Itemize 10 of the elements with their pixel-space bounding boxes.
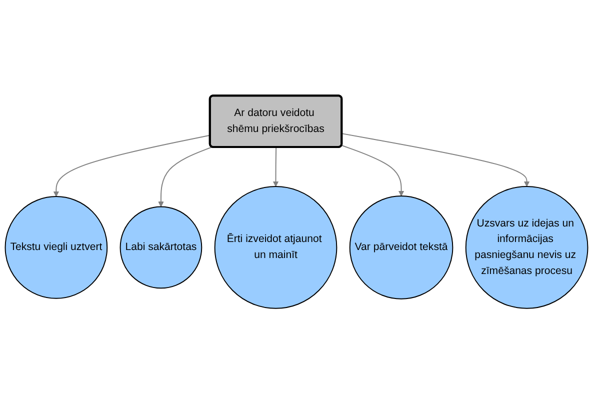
arrow	[158, 146, 213, 208]
node-circle: Tekstu viegli uztvert	[4, 196, 108, 299]
node-circle: Uzsvars uz idejas un informācijas pasniegšanu nevis uz zīmēšanas procesu	[465, 186, 588, 309]
node-circle: Var pārveidot tekstā	[349, 196, 454, 300]
node-circle: Labi sakārtotas	[120, 206, 202, 289]
arrow	[341, 133, 530, 187]
arrow	[53, 134, 211, 197]
arrow	[272, 146, 279, 187]
node-circle: Ērti izveidot atjaunot un mainīt	[214, 186, 338, 309]
arrow	[341, 144, 404, 196]
